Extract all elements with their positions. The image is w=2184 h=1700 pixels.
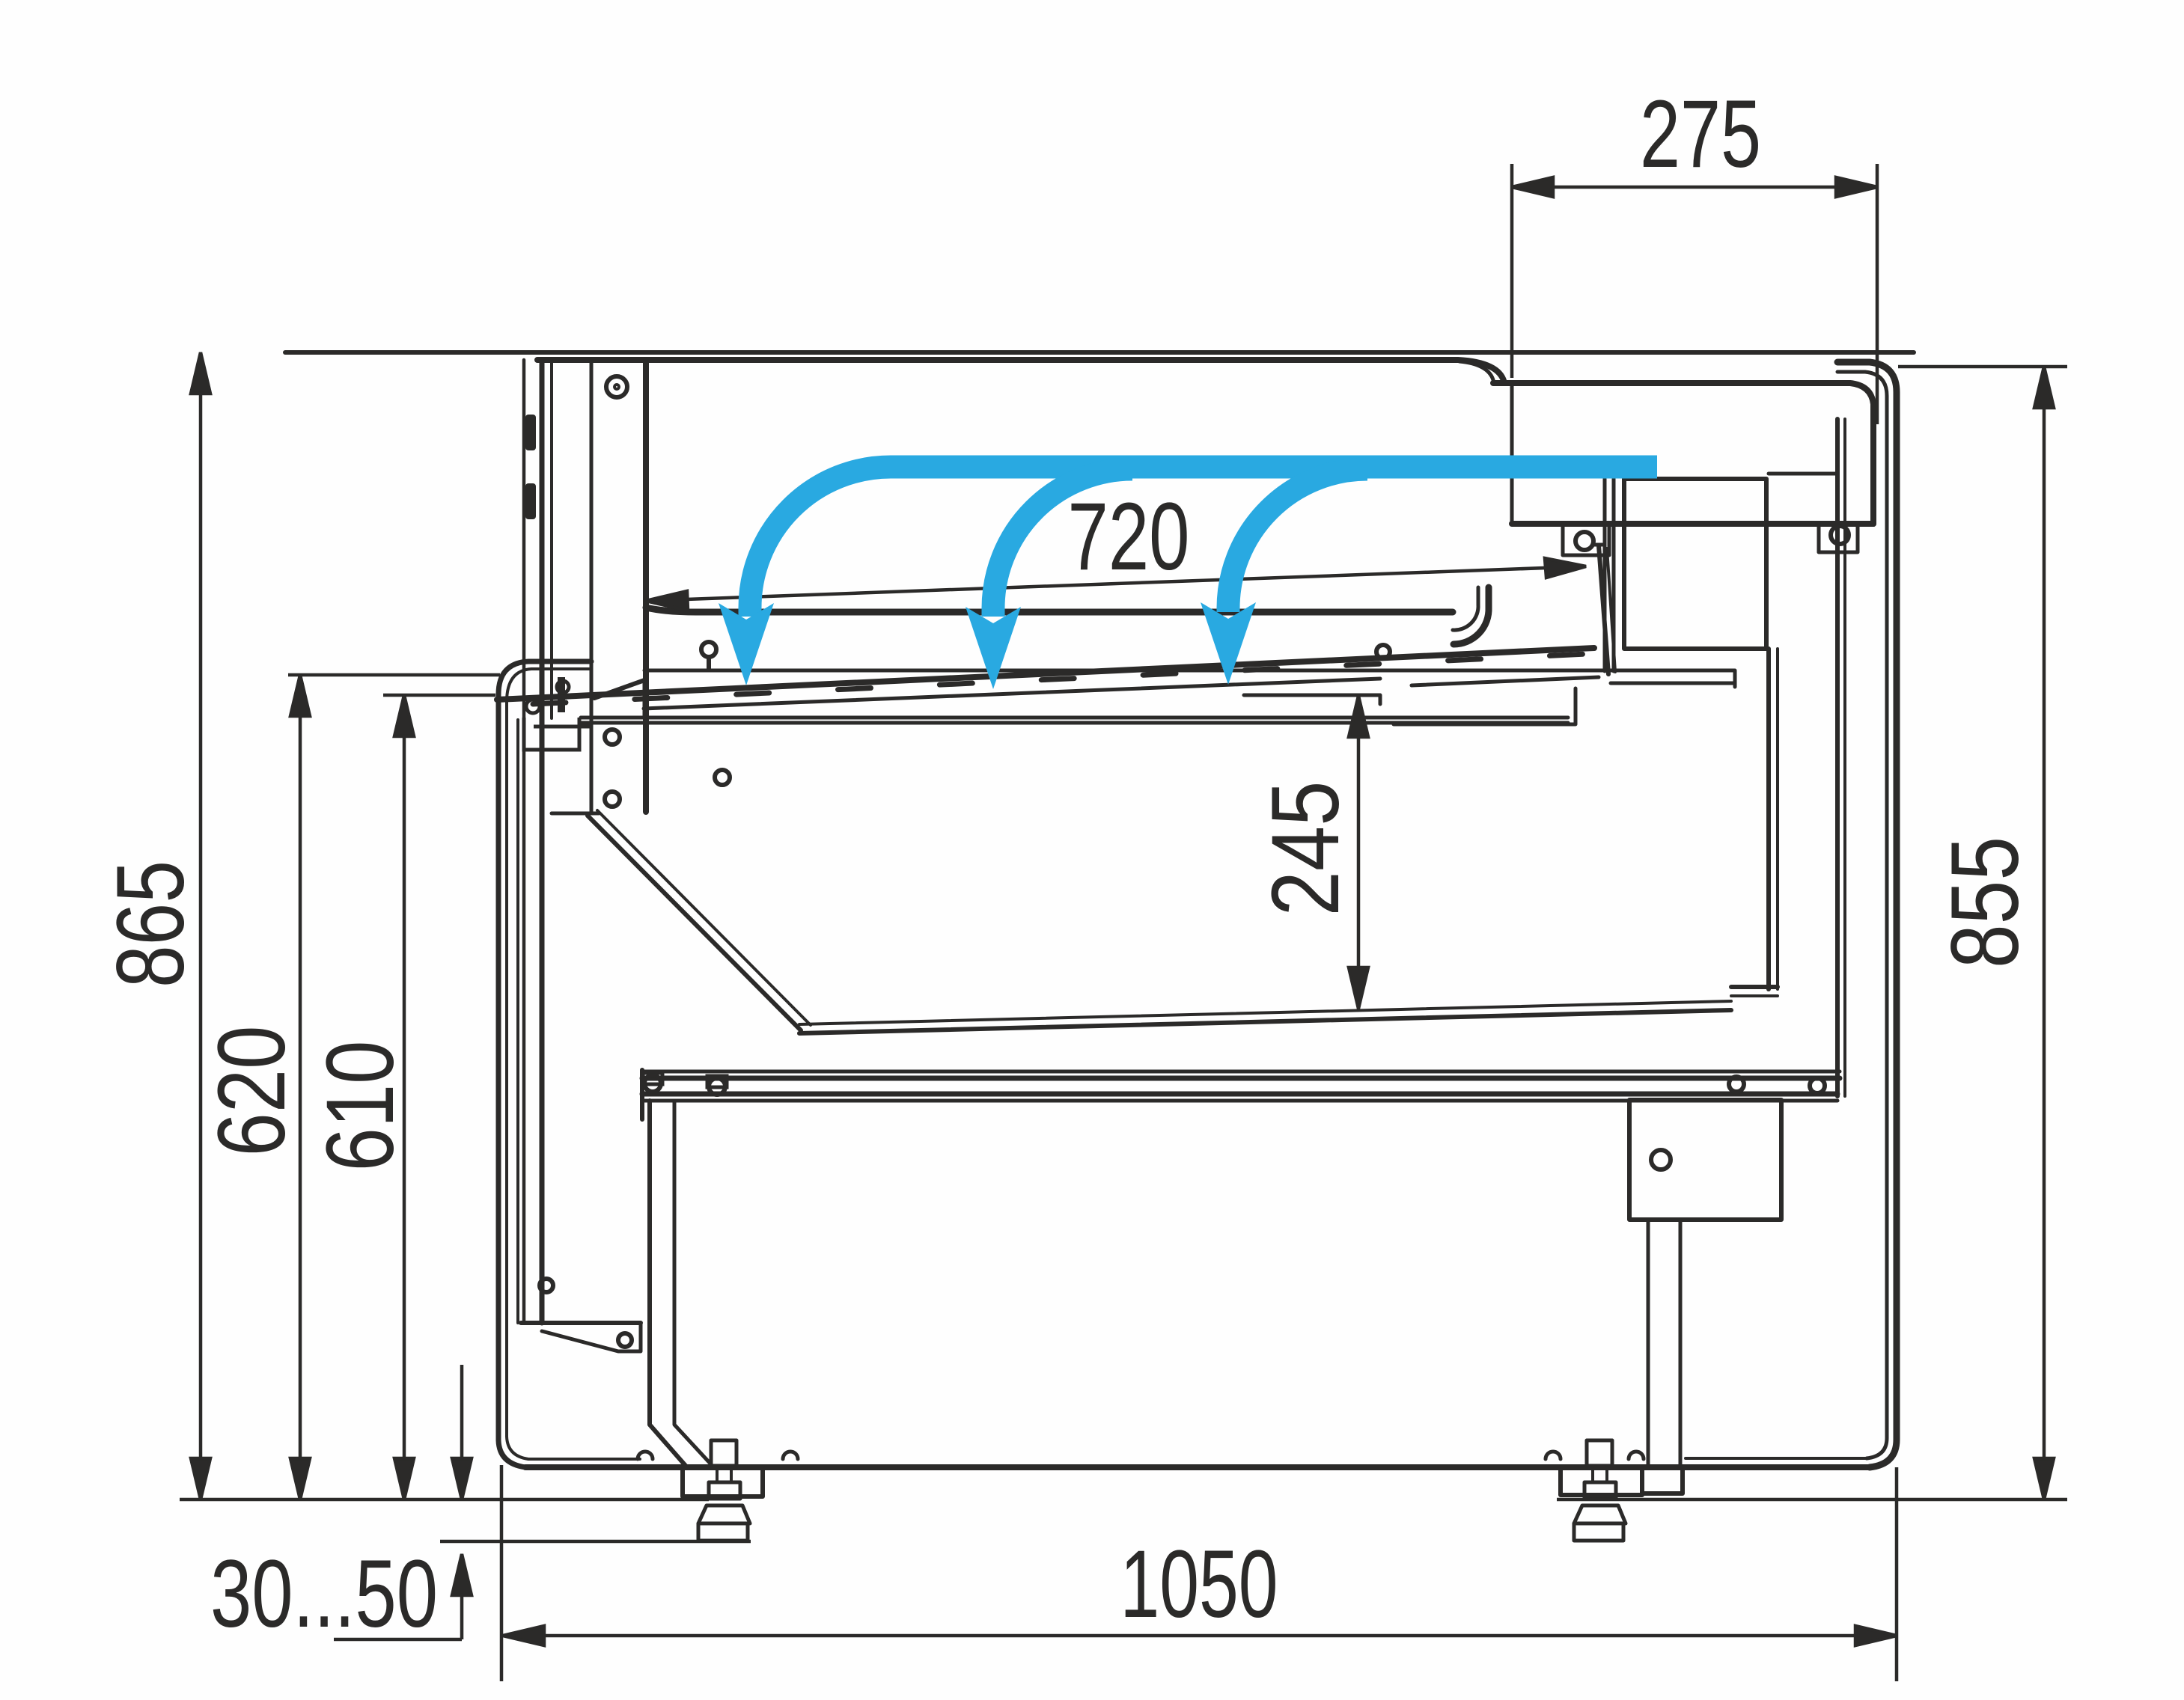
svg-text:275: 275 [1640,81,1761,188]
svg-text:855: 855 [1932,837,2039,968]
svg-text:720: 720 [1068,483,1190,590]
svg-text:865: 865 [97,860,204,988]
svg-text:610: 610 [307,1041,414,1172]
svg-text:30...50: 30...50 [210,1541,438,1648]
svg-text:245: 245 [1252,781,1359,917]
svg-text:620: 620 [198,1026,305,1157]
svg-text:1050: 1050 [1120,1531,1278,1638]
